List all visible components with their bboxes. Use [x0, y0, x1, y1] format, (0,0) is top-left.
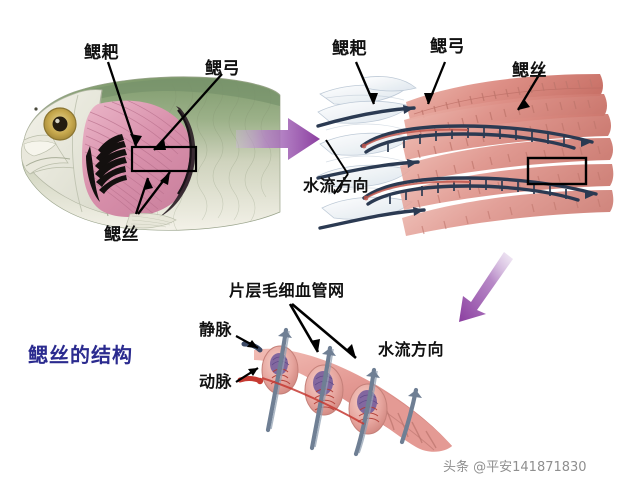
flow-arrow-fish-to-arch — [236, 118, 320, 160]
label-gill-raker-fish: 鳃耙 — [84, 43, 119, 63]
figure-title: 鳃丝的结构 — [28, 343, 133, 367]
label-capillary-network: 片层毛细血管网 — [229, 281, 345, 300]
label-gill-raker-arch: 鳃耙 — [332, 39, 367, 59]
label-water-flow-lamella: 水流方向 — [378, 340, 445, 359]
gill-raker-shape — [86, 134, 127, 202]
label-gill-arch-arch: 鳃弓 — [430, 37, 465, 57]
lamella-illustration — [237, 327, 452, 457]
watermark: 头条 @平安141871830 — [443, 460, 587, 475]
label-gill-filament-fish: 鳃丝 — [104, 225, 139, 245]
label-water-flow-arch: 水流方向 — [303, 176, 370, 195]
label-gill-filament-arch: 鳃丝 — [512, 61, 547, 81]
flow-arrow-arch-to-lamella — [459, 252, 513, 322]
label-artery: 动脉 — [199, 372, 233, 391]
highlight-box-arch — [526, 156, 588, 186]
fish-head-illustration — [20, 76, 281, 231]
label-vein: 静脉 — [199, 320, 233, 339]
label-gill-arch-fish: 鳃弓 — [205, 59, 240, 79]
gill-arch-illustration — [316, 74, 614, 236]
gill-raker-blades — [317, 76, 417, 220]
